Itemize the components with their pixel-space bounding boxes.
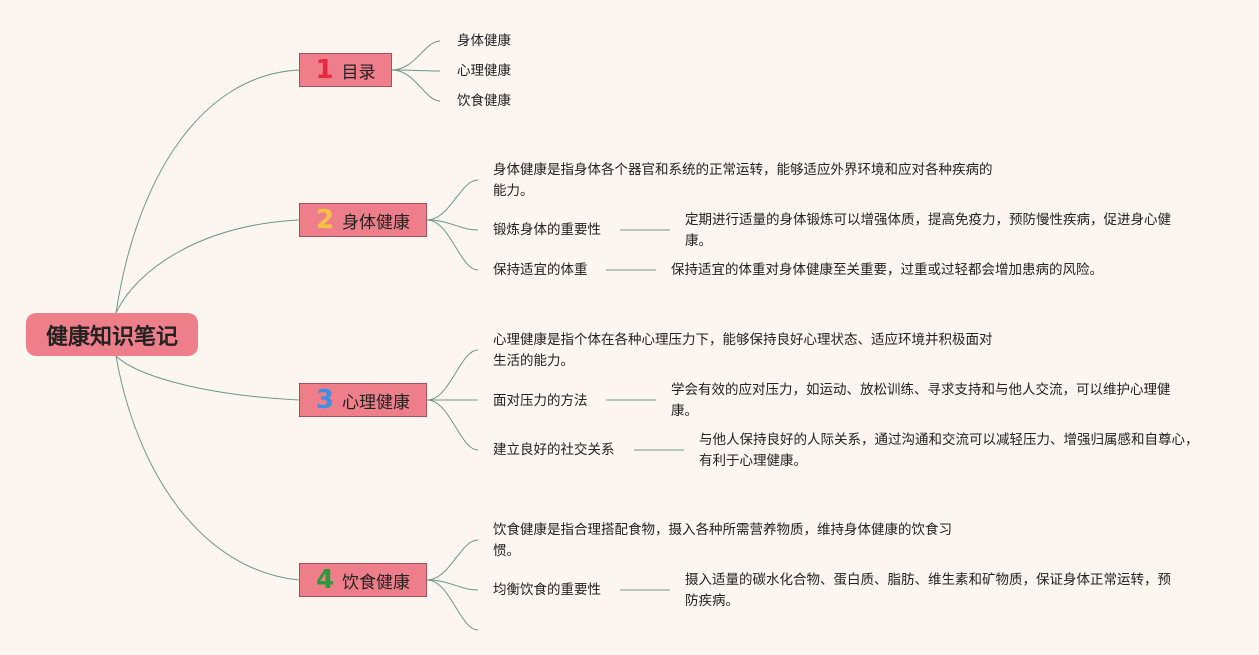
- connector-topic2-child1: [426, 219, 479, 231]
- connector-root-topic4: [115, 355, 300, 581]
- root-label: 健康知识笔记: [45, 324, 178, 350]
- connector-topic1-child2: [391, 69, 441, 102]
- exercise-detail[interactable]: 定期进行适量的身体锻炼可以增强体质，提高免疫力，预防慢性疾病，促进身心健康。: [685, 212, 1171, 249]
- connector-topic1-child0: [391, 40, 441, 71]
- subtopic-diet[interactable]: 饮食健康: [457, 93, 511, 109]
- subtopic-physical[interactable]: 身体健康: [457, 33, 511, 49]
- connector-topic2-child2: [426, 219, 479, 271]
- connector-topic3-child2: [426, 399, 479, 451]
- topic-label: 饮食健康: [342, 572, 411, 593]
- badge-2: 2: [315, 205, 335, 235]
- connector-root-topic1: [115, 69, 300, 314]
- balanced-diet-detail[interactable]: 摄入适量的碳水化合物、蛋白质、脂肪、维生素和矿物质，保证身体正常运转，预防疾病。: [685, 572, 1171, 609]
- social-relations[interactable]: 建立良好的社交关系: [493, 442, 615, 458]
- topic-mental-health[interactable]: 3 心理健康: [299, 383, 427, 417]
- stress-methods[interactable]: 面对压力的方法: [493, 393, 588, 409]
- keep-weight-detail[interactable]: 保持适宜的体重对身体健康至关重要，过重或过轻都会增加患病的风险。: [671, 262, 1103, 278]
- mental-definition[interactable]: 心理健康是指个体在各种心理压力下，能够保持良好心理状态、适应环境并积极面对生活的…: [493, 332, 993, 369]
- stress-methods-detail[interactable]: 学会有效的应对压力，如运动、放松训练、寻求支持和与他人交流，可以维护心理健康。: [671, 382, 1171, 419]
- subtopic-mental[interactable]: 心理健康: [457, 63, 511, 79]
- root-node[interactable]: 健康知识笔记: [26, 313, 198, 356]
- topic-label: 目录: [341, 62, 376, 83]
- topic-diet-health[interactable]: 4 饮食健康: [299, 563, 427, 597]
- connector-topic4-child2: [426, 579, 479, 631]
- social-relations-detail[interactable]: 与他人保持良好的人际关系，通过沟通和交流可以减轻压力、增强归属感和自尊心，有利于…: [699, 432, 1199, 469]
- connector-topic2-child0: [426, 179, 479, 221]
- badge-1: 1: [315, 55, 334, 85]
- connector-root-topic3: [115, 355, 300, 401]
- topic-contents[interactable]: 1 目录: [299, 53, 392, 87]
- connector-topic1-child1: [391, 69, 441, 72]
- physical-definition[interactable]: 身体健康是指身体各个器官和系统的正常运转，能够适应外界环境和应对各种疾病的能力。: [493, 162, 993, 199]
- topic-physical-health[interactable]: 2 身体健康: [299, 203, 427, 237]
- topic-label: 身体健康: [342, 212, 411, 233]
- badge-4: 4: [315, 565, 335, 595]
- keep-weight[interactable]: 保持适宜的体重: [493, 262, 588, 278]
- exercise-importance[interactable]: 锻炼身体的重要性: [493, 222, 601, 238]
- balanced-diet[interactable]: 均衡饮食的重要性: [493, 582, 601, 598]
- connector-topic4-child1: [426, 579, 479, 591]
- badge-3: 3: [315, 385, 335, 415]
- topic-label: 心理健康: [342, 392, 411, 413]
- connector-topic3-child0: [426, 349, 479, 401]
- connector-root-topic2: [115, 219, 300, 314]
- diet-definition[interactable]: 饮食健康是指合理搭配食物，摄入各种所需营养物质，维持身体健康的饮食习惯。: [493, 522, 952, 559]
- connector-topic4-child0: [426, 539, 479, 581]
